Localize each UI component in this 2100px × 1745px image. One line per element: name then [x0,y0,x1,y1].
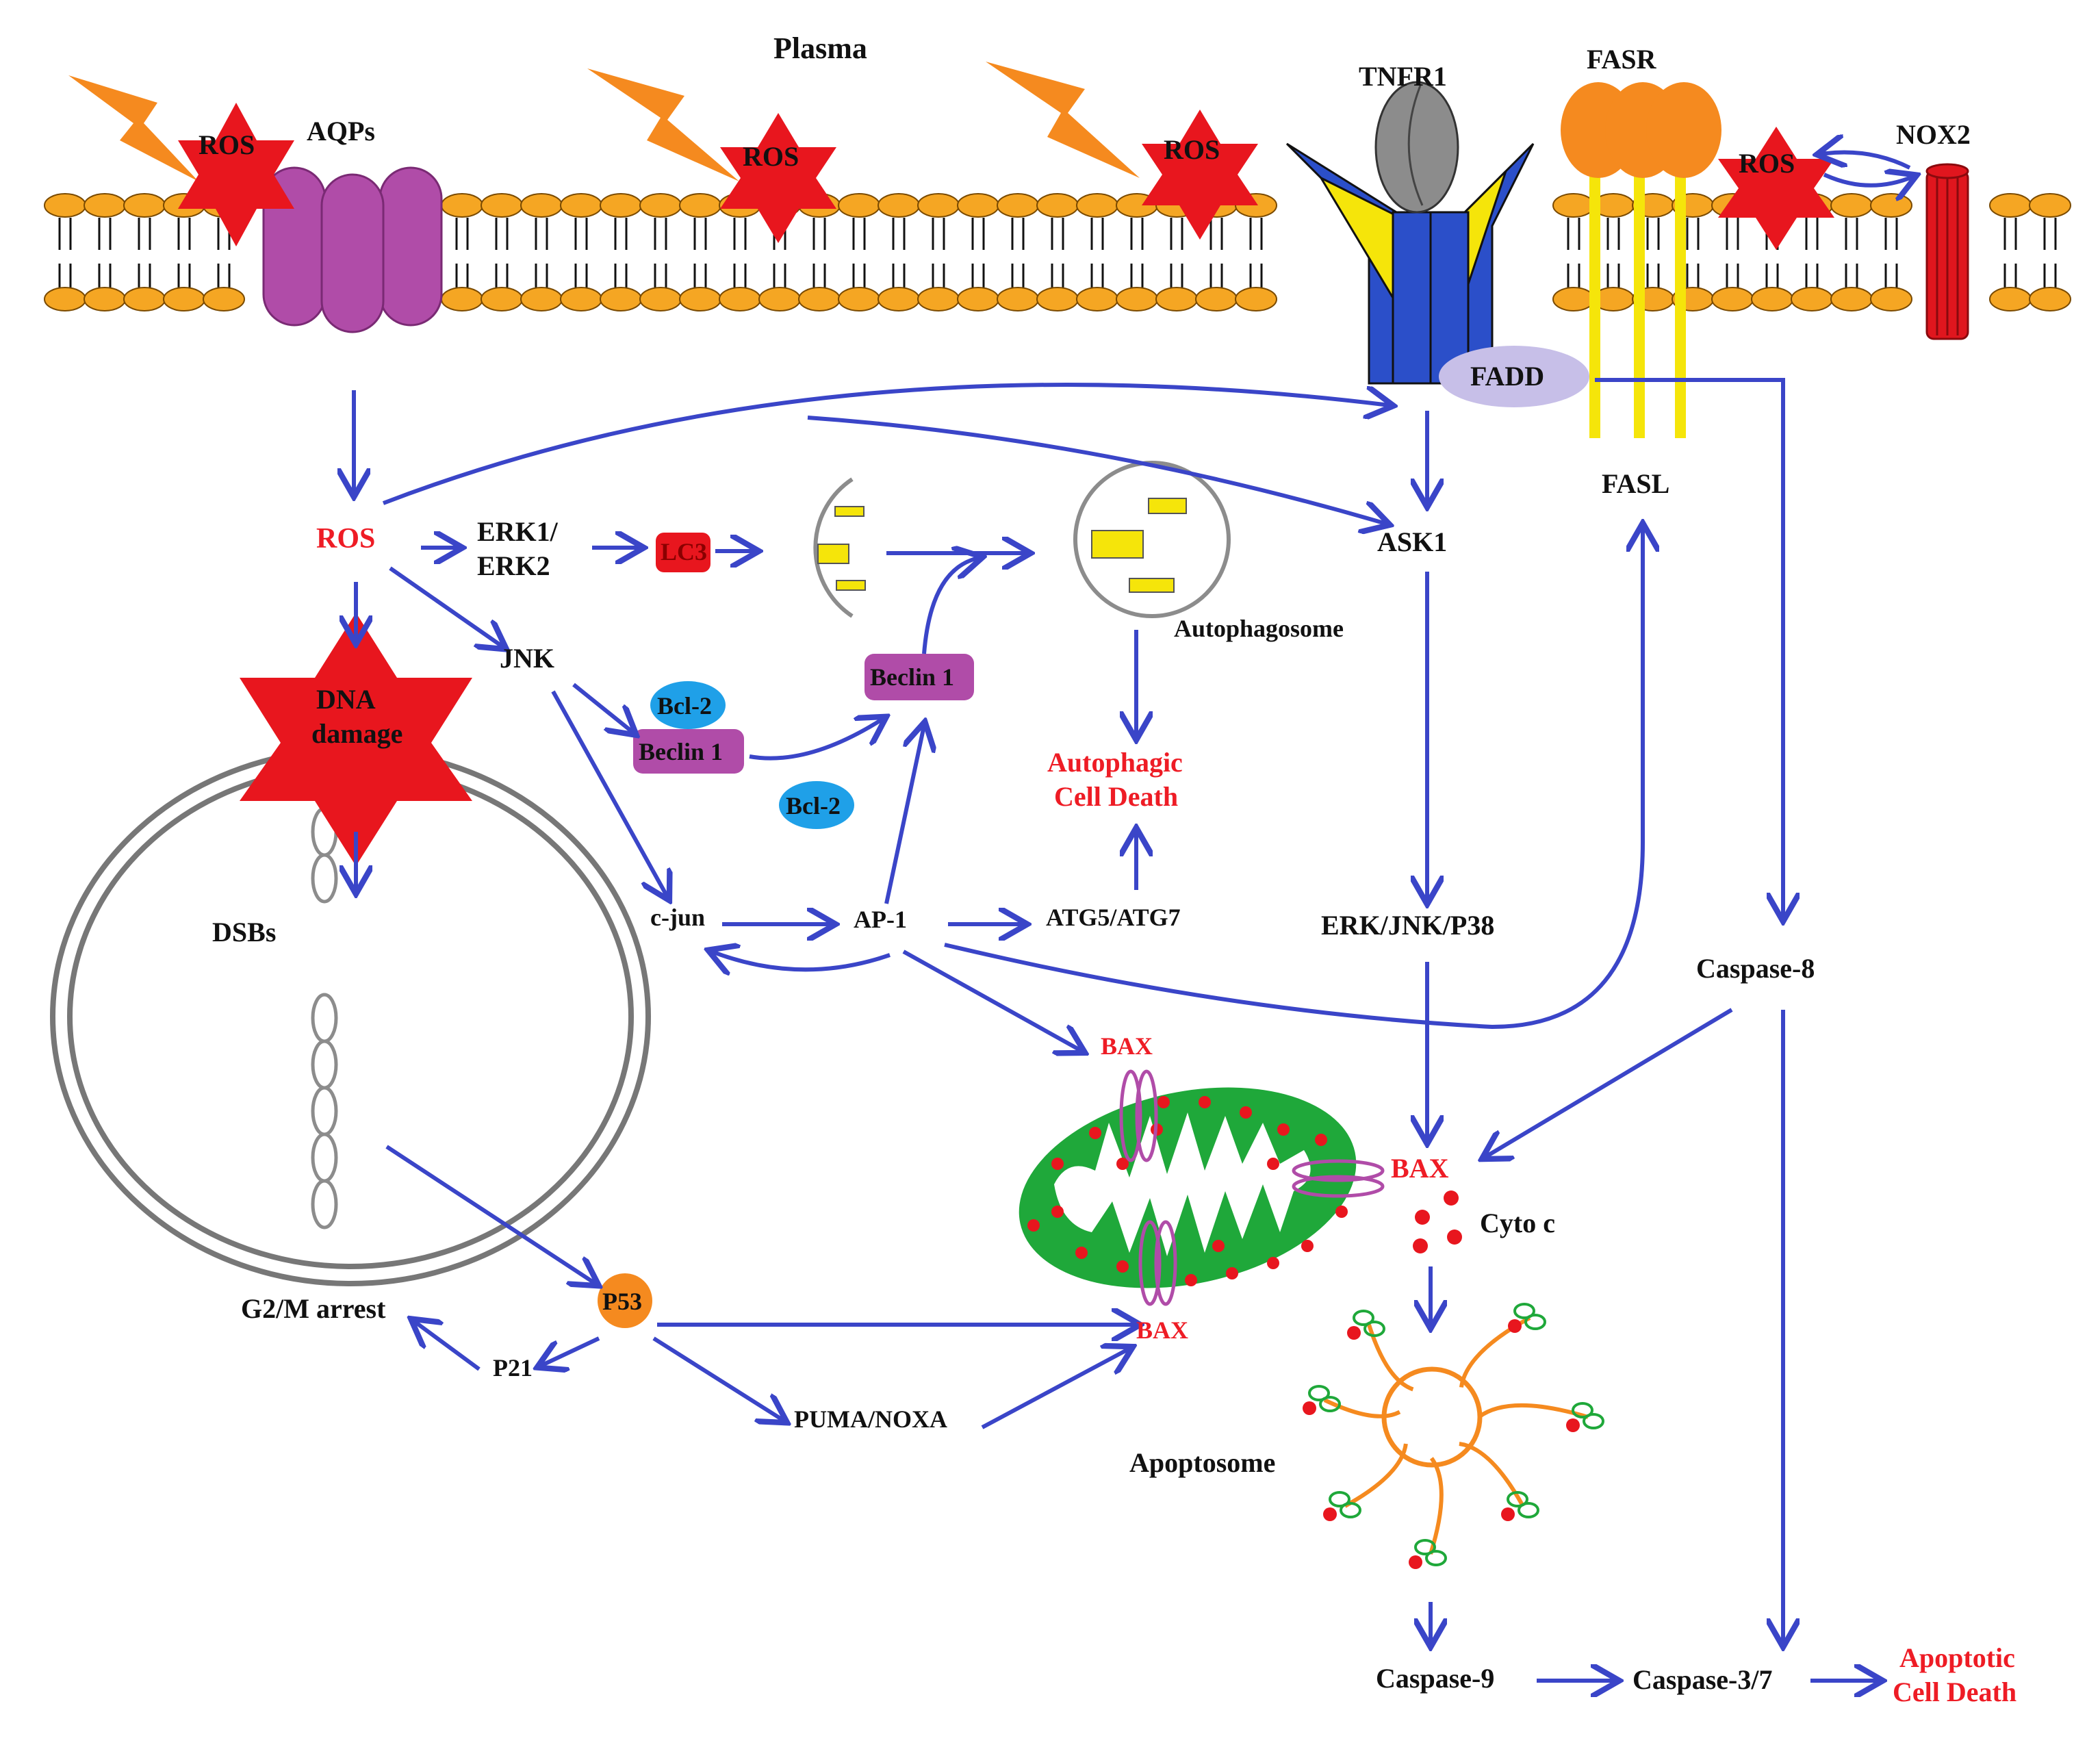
pathway-arrows [354,153,1913,1681]
arrow-nox2-to-ros [1821,153,1911,170]
apoptosome-complex [1303,1303,1604,1569]
dsbs-label: DSBs [212,917,276,947]
ros-star-3-label: ROS [1164,134,1220,165]
lc3-box [656,533,710,572]
arrow-jnk-to-complex [572,683,633,733]
aquaporin-channel [262,166,443,333]
beclin1-bound-box [633,729,744,774]
arrow-jnk-to-cjun [551,690,667,897]
aqps-label: AQPs [307,116,375,147]
ros-main-label: ROS [316,523,375,555]
arrow-ap1-to-cjun [712,952,891,969]
erk12-label-line2: ERK2 [477,550,550,581]
nox2-channel [1925,163,1969,340]
arrow-ap1-to-beclin [884,726,924,904]
arrow-ros-top-to-ask1 [807,416,1386,524]
cjun-label: c-jun [650,904,705,931]
radiation-bolt-1-icon [68,75,199,181]
autophagic-death-line1: Autophagic [1047,747,1183,778]
dna-strand-chain [311,806,338,1230]
tnfr1-label: TNFR1 [1359,61,1447,92]
lc3-label: LC3 [661,538,707,565]
ros-star-4-icon [1718,127,1834,250]
bcl2-bound-label: Bcl-2 [657,692,712,719]
dna-damage-line1: DNA [316,684,376,715]
arrow-p21-to-g2m [414,1321,481,1371]
cytoc-label: Cyto c [1480,1208,1555,1238]
autophagosome-label: Autophagosome [1174,615,1344,642]
ros-star-3-icon [1142,110,1258,240]
arrow-beclin-up-curve [922,558,979,654]
arrow-p53-to-p21 [541,1336,600,1366]
arrow-ros-to-fadd [382,383,1390,505]
arrow-caspase8-to-bax [1485,1008,1733,1157]
bax-pore-bottom [1138,1220,1177,1306]
ros-star-1-label: ROS [199,129,255,160]
beclin1-bound-label: Beclin 1 [639,738,723,765]
ask1-label: ASK1 [1377,526,1447,557]
bax-bottom-label: BAX [1136,1316,1188,1344]
phagophore [813,477,866,618]
caspase37-label: Caspase-3/7 [1632,1664,1772,1695]
arrow-beclin-to-autophagosome [924,550,1027,654]
apoptotic-death-line2: Cell Death [1893,1677,2016,1707]
p21-label: P21 [493,1354,533,1381]
bax-pore-right [1292,1159,1385,1198]
arrow-ap1-to-bax-top [902,950,1081,1051]
arrow-puma-to-bax-bottom [981,1349,1129,1429]
bax-top-label: BAX [1101,1032,1153,1060]
ros-star-4-label: ROS [1739,148,1795,179]
cytochrome-c-dots [1413,1190,1462,1253]
plasma-membrane-bilayer [44,193,2071,311]
radiation-bolt-3-icon [986,62,1140,178]
beclin1-free-box [865,654,974,700]
jnk-label: JNK [500,643,554,674]
nox2-label: NOX2 [1896,119,1971,150]
ros-star-1-icon [178,103,294,246]
p53-node [598,1273,652,1328]
mitochondrion [1019,1087,1357,1288]
autophagosome-vesicle [1073,461,1231,618]
fadd-adaptor [1439,346,1589,407]
erk12-label-line1: ERK1/ [477,516,559,547]
mitochondrial-red-dots [1027,1096,1348,1286]
fasl-label: FASL [1602,468,1669,499]
fasr-label: FASR [1587,44,1657,75]
arrow-complex-to-beclin [749,719,883,761]
caspase9-label: Caspase-9 [1376,1663,1494,1694]
arrow-dsbs-to-p53 [385,1145,596,1284]
dna-damage-star-icon [240,613,472,866]
fadd-label: FADD [1470,361,1544,392]
p53-label: P53 [602,1288,642,1315]
bcl2-free-label: Bcl-2 [786,792,841,819]
g2m-arrest-label: G2/M arrest [241,1293,386,1324]
erk-jnk-p38-label: ERK/JNK/P38 [1321,910,1494,941]
dna-damage-line2: damage [311,718,402,749]
radiation-bolt-2-icon [587,68,739,181]
beclin1-free-label: Beclin 1 [870,663,954,691]
bax-pore-top [1119,1069,1158,1162]
ros-star-2-label: ROS [743,141,799,172]
apoptosome-label: Apoptosome [1129,1447,1275,1478]
bcl2-bound-ellipse [650,681,726,729]
arrow-ap1-to-fasl [944,527,1643,1030]
ros-star-2-icon [720,113,836,243]
arrow-p53-to-puma [652,1336,784,1421]
arrow-ros-to-nox2 [1823,175,1913,186]
caspase8-label: Caspase-8 [1696,953,1815,984]
arrow-fadd-to-caspase8 [1595,378,1783,917]
atg57-label: ATG5/ATG7 [1046,904,1181,931]
bax-right-label: BAX [1391,1153,1449,1184]
autophagic-death-line2: Cell Death [1054,781,1178,812]
tnfr1-receptor [1285,81,1535,385]
fas-receptor [1561,82,1721,438]
ap1-label: AP-1 [854,906,907,933]
bcl2-free-ellipse [779,781,854,829]
puma-noxa-label: PUMA/NOXA [794,1405,947,1433]
apoptotic-death-line1: Apoptotic [1899,1642,2015,1673]
plasma-label: Plasma [773,31,867,65]
arrow-ros-to-jnk [389,566,503,647]
